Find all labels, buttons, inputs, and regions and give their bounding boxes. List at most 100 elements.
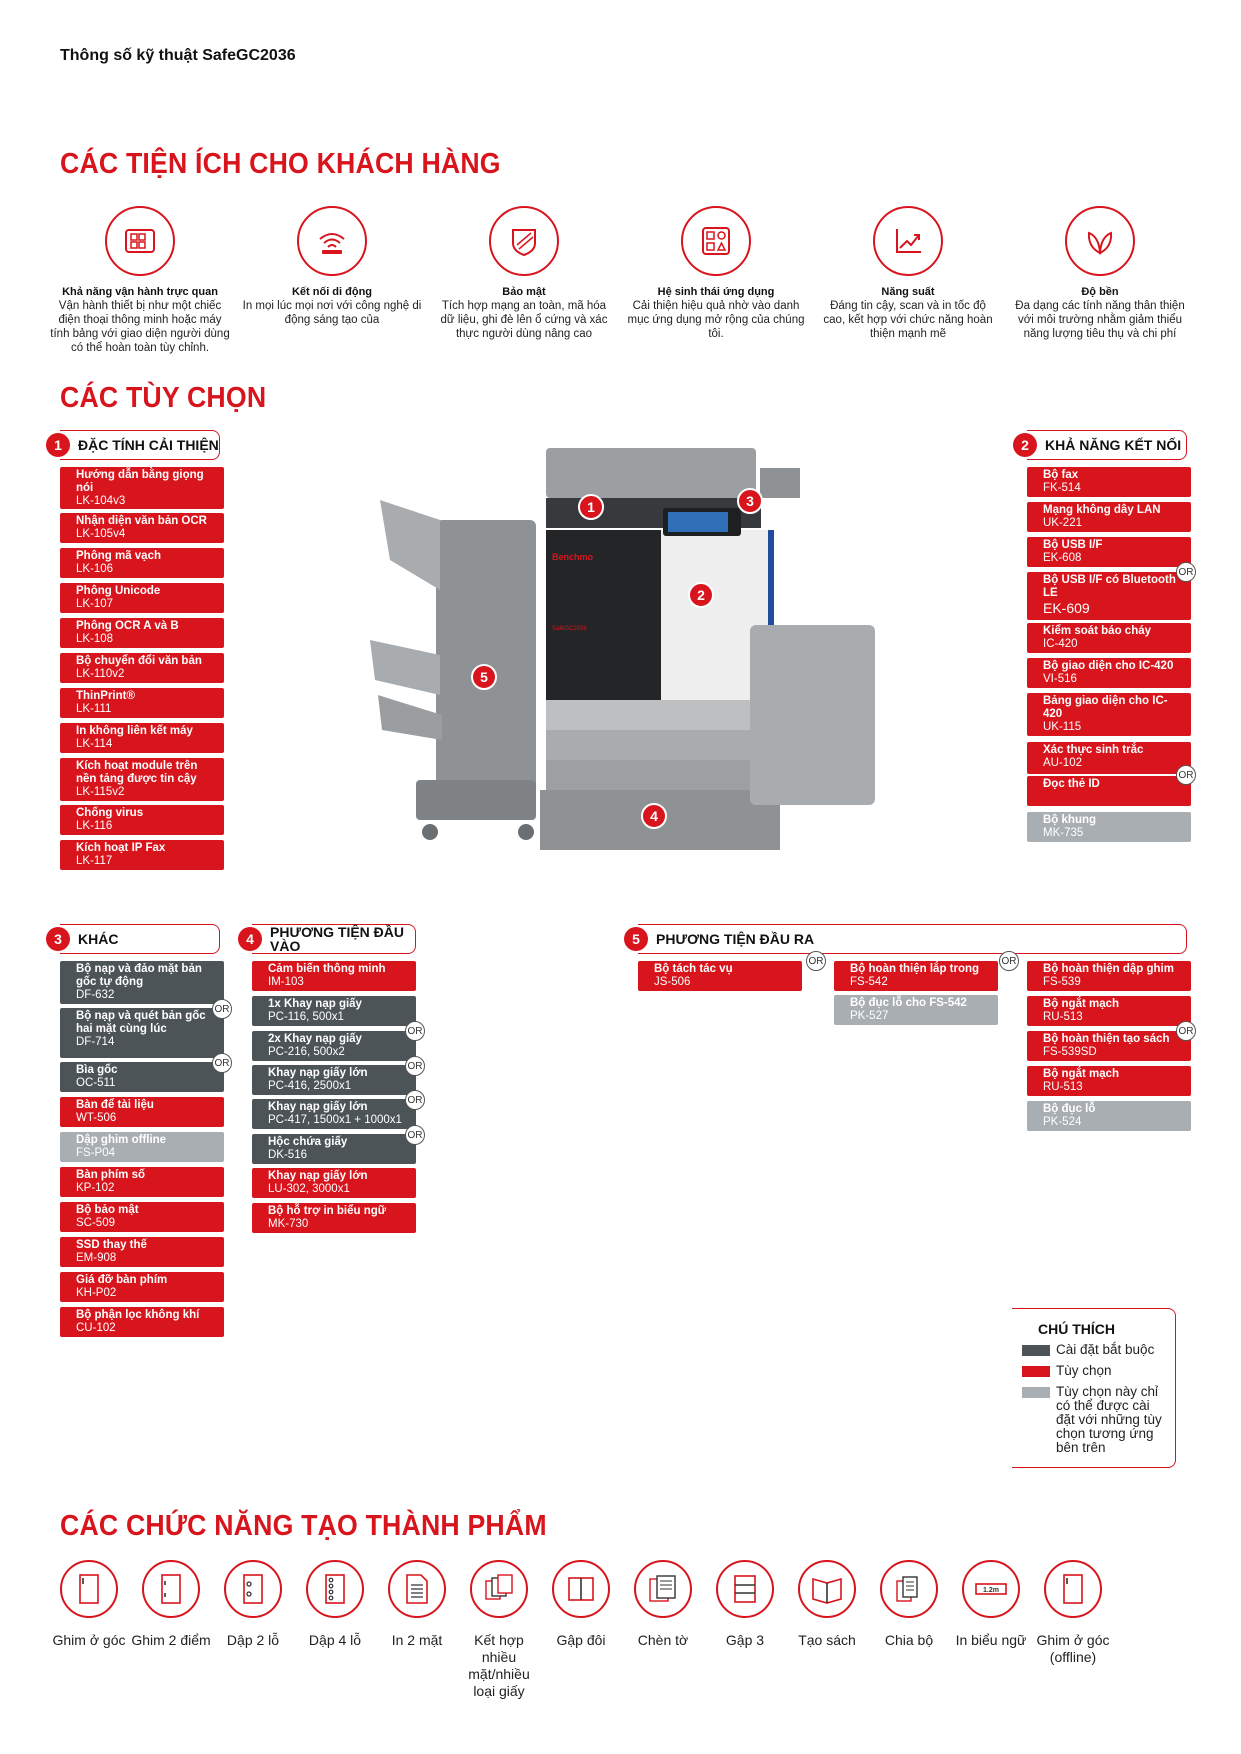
benefit-productivity: Năng suất Đáng tin cậy, scan và in tốc đ… [818, 206, 998, 341]
finishing-item: Ghim ở góc (offline) [1030, 1560, 1116, 1666]
punch-2-icon [243, 1574, 263, 1604]
callout-5: 5 [471, 664, 497, 690]
group-5-header: PHƯƠNG TIỆN ĐẦU RA [638, 924, 1187, 954]
wifi-icon [319, 233, 345, 254]
document-title: Thông số kỹ thuật SafeGC2036 [60, 47, 296, 64]
option-item: Kích hoạt module trên nền tảng được tin … [60, 758, 224, 801]
model-label: SafeGC2036 [552, 626, 587, 632]
legend-title: CHÚ THÍCH [1038, 1321, 1115, 1337]
legend-swatch [1022, 1345, 1050, 1356]
group-2-header: KHẢ NĂNG KẾT NỐI [1027, 430, 1187, 460]
benefit-desc: Cải thiện hiệu quả nhờ vào danh mục ứng … [627, 300, 805, 340]
legend-swatch [1022, 1387, 1050, 1398]
callout-2: 2 [688, 582, 714, 608]
finishing-item: Gập đôi [538, 1560, 624, 1649]
staple-2-icon [161, 1574, 181, 1604]
finishing-item: Tạo sách [784, 1560, 870, 1649]
benefit-apps: Hệ sinh thái ứng dụng Cải thiện hiệu quả… [626, 206, 806, 341]
group-4-header: PHƯƠNG TIỆN ĐẦU VÀO [252, 924, 416, 954]
or-badge: OR [806, 951, 826, 971]
benefit-mobile: Kết nối di động In mọi lúc mọi nơi với c… [242, 206, 422, 327]
finishing-item: Chèn tờ [620, 1560, 706, 1649]
benefits-title: CÁC TIỆN ÍCH CHO KHÁCH HÀNG [60, 148, 501, 180]
legend-item-optional: Tùy chọn [1022, 1364, 1165, 1378]
group-1-number: 1 [46, 433, 70, 457]
option-item: Đọc thẻ ID [1027, 776, 1191, 806]
brand-label: Benchmo [552, 552, 594, 562]
machine-illustration: Benchmo SafeGC2036 [350, 440, 900, 870]
group-3-number: 3 [46, 927, 70, 951]
group-title: PHƯƠNG TIỆN ĐẦU RA [656, 931, 815, 947]
benefit-intuitive: Khả năng vận hành trực quan Vận hành thi… [50, 206, 230, 355]
benefit-title: Năng suất [881, 286, 935, 298]
finishing-item: 1.2m In biểu ngữ [948, 1560, 1034, 1649]
finishing-item: In 2 mặt [374, 1560, 460, 1649]
benefit-desc: Đa dạng các tính năng thân thiện với môi… [1015, 300, 1185, 340]
finishing-item: Kết hợp nhiều mặt/nhiều loại giấy [456, 1560, 542, 1700]
or-badge: OR [1176, 562, 1196, 582]
tri-fold-icon [734, 1575, 756, 1603]
or-badge: OR [1176, 765, 1196, 785]
half-fold-icon [568, 1577, 594, 1601]
shield-icon [512, 229, 536, 257]
benefit-desc: Tích hợp mạng an toàn, mã hóa dữ liệu, g… [440, 300, 608, 340]
finishing-item: Dập 4 lỗ [292, 1560, 378, 1649]
callout-4: 4 [641, 803, 667, 829]
finishing-item: Chia bộ [866, 1560, 952, 1649]
benefit-title: Độ bền [1081, 286, 1119, 298]
group-title: KHÁC [78, 931, 119, 947]
benefit-title: Hệ sinh thái ứng dụng [657, 286, 775, 298]
or-badge: OR [405, 1090, 425, 1110]
offset-icon [896, 1576, 918, 1602]
staple-corner-icon [79, 1574, 99, 1604]
benefit-title: Bảo mật [502, 286, 546, 298]
insert-icon [649, 1575, 676, 1602]
finishing-item: Gập 3 [702, 1560, 788, 1649]
scanner-unit [546, 448, 756, 498]
group-title: PHƯƠNG TIỆN ĐẦU VÀO [270, 924, 405, 954]
legend-swatch [1022, 1366, 1050, 1377]
finishing-title: CÁC CHỨC NĂNG TẠO THÀNH PHẨM [60, 1510, 547, 1542]
duplex-icon [406, 1574, 428, 1604]
legend-item-required: Cài đặt bắt buộc [1022, 1343, 1165, 1357]
group-5-number: 5 [624, 927, 648, 951]
svg-text:1.2m: 1.2m [983, 1587, 999, 1594]
group-3-header: KHÁC [60, 924, 220, 954]
benefit-title: Khả năng vận hành trực quan [62, 286, 218, 298]
group-title: KHẢ NĂNG KẾT NỐI [1045, 437, 1182, 453]
leaf-icon [1087, 231, 1113, 255]
benefit-sustainability: Độ bền Đa dạng các tính năng thân thiện … [1010, 206, 1190, 341]
or-badge: OR [212, 1053, 232, 1073]
banner-icon: 1.2m [975, 1583, 1007, 1595]
group-4-number: 4 [238, 927, 262, 951]
callout-3: 3 [737, 488, 763, 514]
callout-1: 1 [578, 494, 604, 520]
printer-drawing: Benchmo SafeGC2036 [370, 448, 875, 850]
or-badge: OR [405, 1021, 425, 1041]
